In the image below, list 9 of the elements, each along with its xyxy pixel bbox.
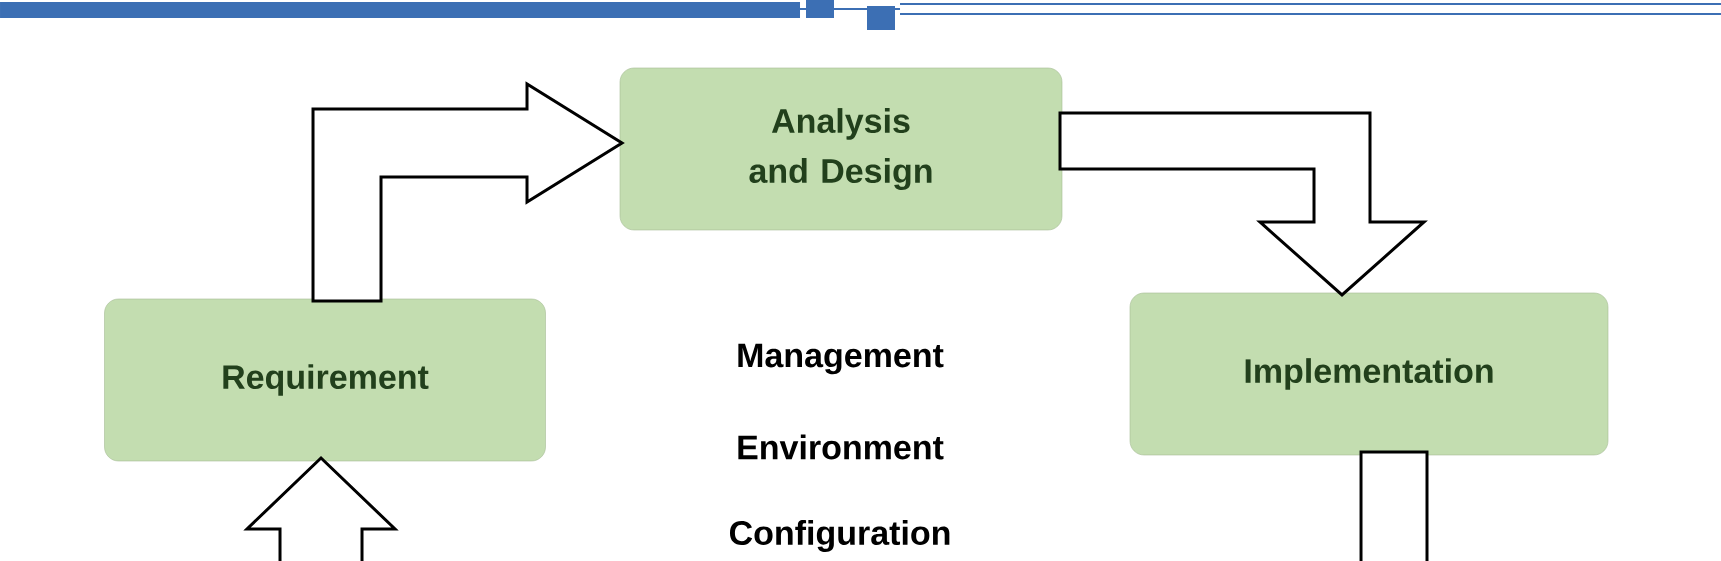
label-text: Management bbox=[738, 343, 944, 375]
block-arrow bbox=[311, 81, 625, 303]
label-text: Configuration bbox=[730, 520, 950, 552]
block-arrow bbox=[1359, 450, 1429, 561]
block-arrow bbox=[1058, 111, 1428, 297]
process-box: Implementation bbox=[1129, 292, 1609, 456]
label-text: Environment bbox=[738, 434, 944, 460]
process-box: Requirement bbox=[104, 298, 546, 462]
process-box: Analysis and Design bbox=[619, 67, 1063, 231]
